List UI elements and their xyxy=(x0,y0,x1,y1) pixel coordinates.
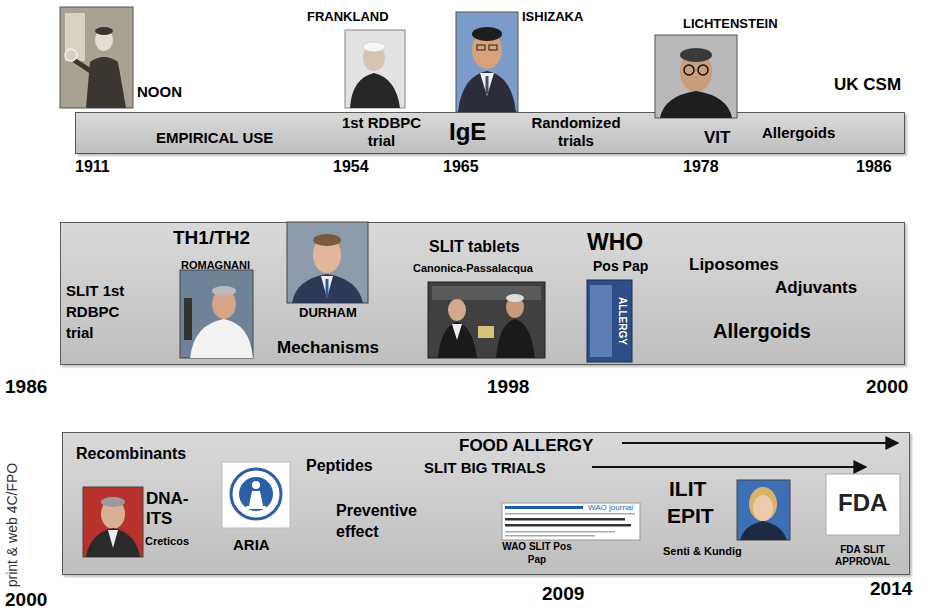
ishizaka-photo-part xyxy=(458,71,516,112)
milestone-text: Allergoids xyxy=(713,320,811,343)
milestone-text: FOOD ALLERGY xyxy=(459,436,593,456)
timeline-label: LICHTENSTEIN xyxy=(683,17,778,32)
timeline-label: FDA xyxy=(838,489,887,517)
timeline-label: 2000 xyxy=(866,376,908,398)
ishizaka-photo-part xyxy=(477,45,485,50)
ishizaka-photo-part xyxy=(480,73,494,96)
ishizaka-photo xyxy=(456,12,518,112)
milestone-text: SLIT tablets xyxy=(429,238,520,256)
milestone-text: WAO SLIT Pos Pap xyxy=(501,541,573,566)
noon-photo-part xyxy=(65,13,85,61)
milestone-text: EMPIRICAL USE xyxy=(156,129,273,146)
milestone-text: Mechanisms xyxy=(277,338,379,358)
milestone-text: FDA SLIT APPROVAL xyxy=(825,544,900,568)
milestone-text: Creticos xyxy=(145,535,189,548)
timeline-label: 1986 xyxy=(856,158,892,176)
milestone-text: Senti & Kundig xyxy=(663,545,742,558)
milestone-text: 1st RDBPC trial xyxy=(334,114,429,150)
ishizaka-photo-part xyxy=(456,12,518,112)
timeline-label: WAO journal xyxy=(588,503,633,512)
ishizaka-photo-part xyxy=(472,27,502,41)
timeline-label: 1978 xyxy=(683,158,719,176)
rotated-label: print & web 4C/FPO xyxy=(4,463,20,588)
milestone-text: SLIT 1st RDBPC trial xyxy=(66,280,136,343)
timeline-label: 1986 xyxy=(5,376,47,398)
milestone-text: Canonica-Passalacqua xyxy=(413,262,533,275)
noon-photo-part xyxy=(86,57,126,108)
milestone-text: EPIT xyxy=(667,504,714,528)
milestone-text: TH1/TH2 xyxy=(173,227,250,249)
milestone-text: Preventive effect xyxy=(336,501,431,543)
timeline-label: 1998 xyxy=(487,376,529,398)
milestone-text: VIT xyxy=(704,128,730,148)
lichtenstein-photo-part xyxy=(684,65,694,75)
lichtenstein-photo-part xyxy=(680,48,712,62)
milestone-text: Liposomes xyxy=(689,255,779,275)
timeline-label: 2009 xyxy=(542,583,584,605)
noon-photo xyxy=(60,7,133,108)
milestone-text: Allergoids xyxy=(762,124,835,141)
milestone-text: Peptides xyxy=(306,457,373,475)
lichtenstein-photo-part xyxy=(655,35,737,118)
ishizaka-photo-part xyxy=(472,31,502,69)
era-band: RecombinantsDNA-ITS Creticos ARIA PeptidesP… xyxy=(62,432,910,575)
frankland-photo-part xyxy=(363,42,385,52)
milestone-text: Randomized trials xyxy=(526,114,626,150)
era-band: EMPIRICAL USE 1st RDBPC trial IgE Randomize… xyxy=(75,112,905,154)
ishizaka-photo-part xyxy=(486,76,489,94)
timeline-label: NOON xyxy=(137,83,182,100)
noon-photo-part xyxy=(95,27,113,35)
timeline-label: UK CSM xyxy=(834,75,901,95)
milestone-text: ROMAGNANI xyxy=(181,259,250,272)
milestone-text: Adjuvants xyxy=(775,278,857,298)
milestone-text: Recombinants xyxy=(76,445,186,463)
timeline-label: 2000 xyxy=(5,589,47,611)
timeline-label: 1965 xyxy=(443,158,479,176)
timeline-label: ISHIZAKA xyxy=(522,10,583,25)
frankland-photo-part xyxy=(363,45,385,71)
frankland-photo-part xyxy=(345,30,405,108)
milestone-text: DURHAM xyxy=(299,306,357,321)
ishizaka-photo-part xyxy=(489,45,497,50)
timeline-label: 2014 xyxy=(870,578,912,600)
frankland-photo xyxy=(345,30,405,108)
timeline-label: 1954 xyxy=(333,158,369,176)
era-band: SLIT 1st RDBPC trial TH1/TH2ROMAGNANI DURH… xyxy=(60,222,905,365)
milestone-text: SLIT BIG TRIALS xyxy=(424,459,546,476)
lichtenstein-photo-part xyxy=(698,65,708,75)
milestone-text: IgE xyxy=(449,118,486,146)
milestone-text: DNA-ITS xyxy=(146,489,198,529)
rotated-label: ALLERGY xyxy=(616,297,628,345)
milestone-text: ILIT xyxy=(669,477,706,501)
noon-photo-part xyxy=(65,49,77,61)
lichtenstein-photo-part xyxy=(680,52,712,92)
milestone-text: WHO xyxy=(587,229,643,255)
milestone-text: Pos Pap xyxy=(593,258,648,274)
timeline-label: FRANKLAND xyxy=(307,10,389,25)
noon-photo-part xyxy=(95,29,113,51)
timeline-label: 1911 xyxy=(75,158,110,176)
lichtenstein-photo xyxy=(655,35,737,118)
noon-photo-part xyxy=(60,7,133,108)
noon-photo-part xyxy=(74,60,92,72)
frankland-photo-part xyxy=(350,73,400,108)
milestone-text: ARIA xyxy=(233,536,270,553)
